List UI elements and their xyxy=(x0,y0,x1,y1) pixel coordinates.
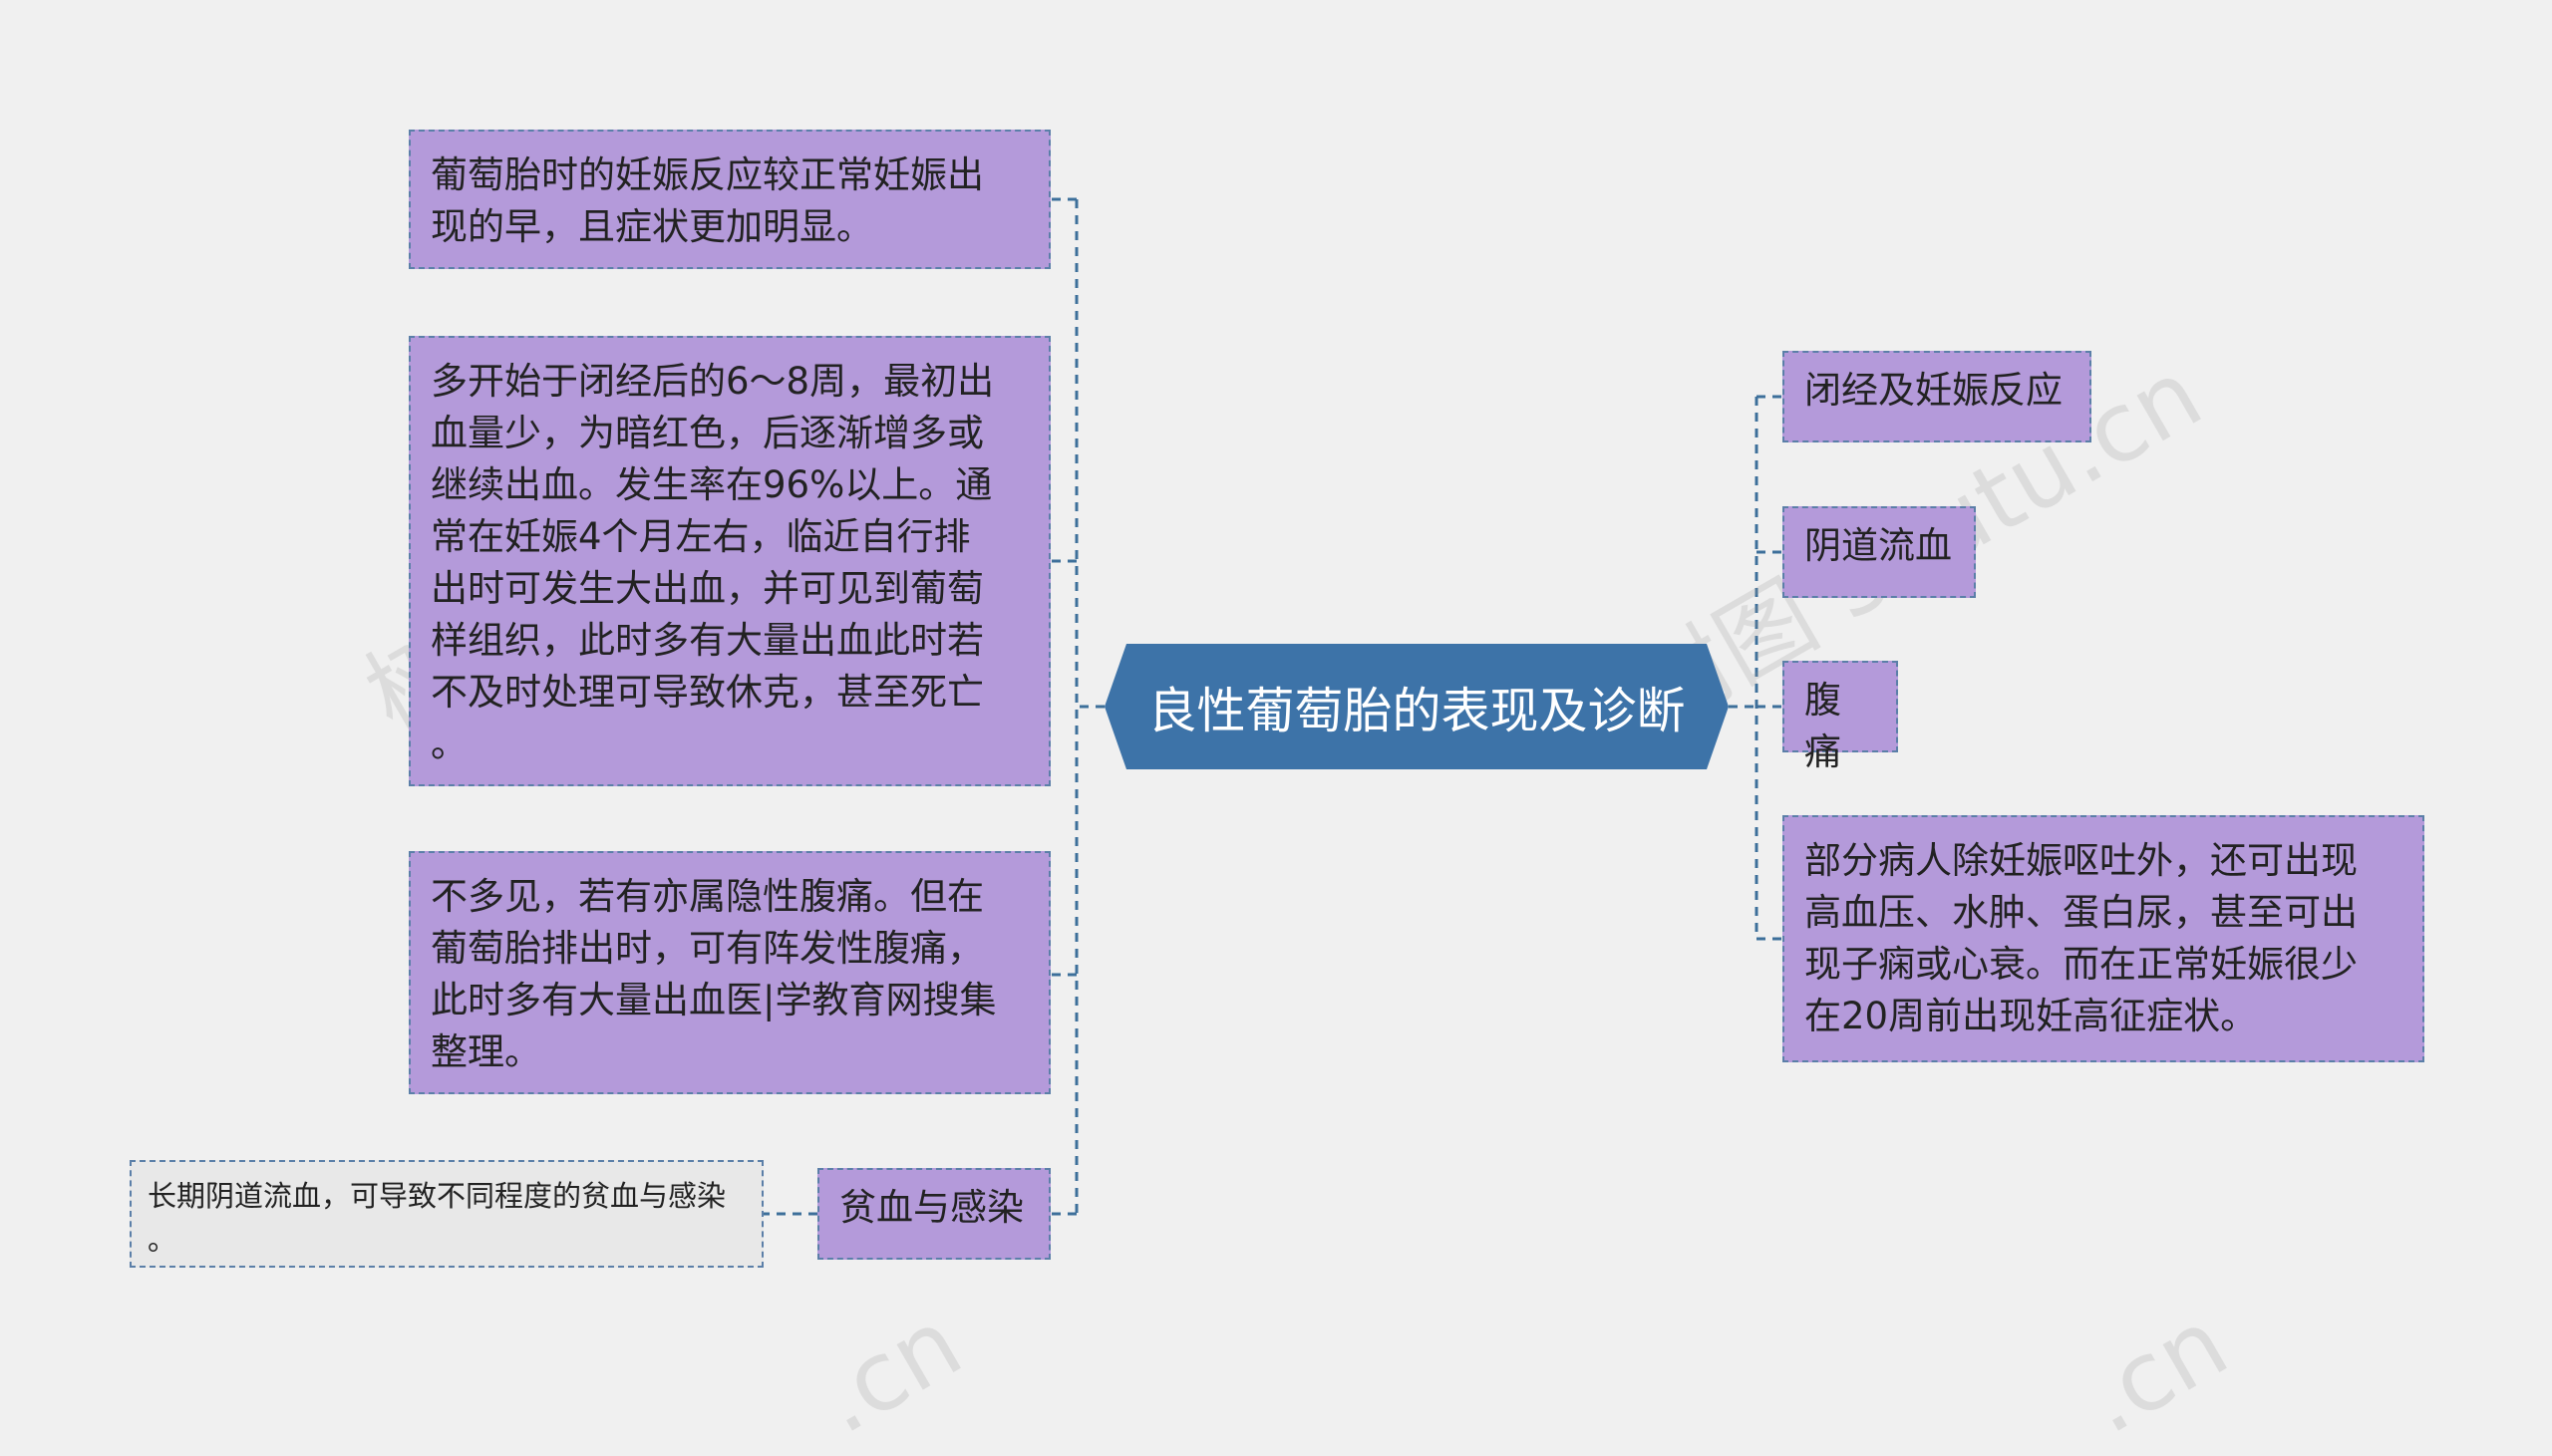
node-amenorrhea-pregnancy-reaction[interactable]: 闭经及妊娠反应 xyxy=(1782,351,2091,442)
connector-lines xyxy=(764,197,1782,1216)
node-anemia-infection[interactable]: 贫血与感染 xyxy=(817,1168,1051,1260)
node-abdominal-pain[interactable]: 腹痛 xyxy=(1782,661,1898,773)
node-pregnancy-reaction-detail[interactable]: 葡萄胎时的妊娠反应较正常妊娠出 现的早，且症状更加明显。 xyxy=(409,130,1051,269)
central-topic-label: 良性葡萄胎的表现及诊断 xyxy=(1147,682,1686,739)
node-vaginal-bleeding[interactable]: 阴道流血 xyxy=(1782,506,1976,598)
central-topic-shape xyxy=(1105,644,1729,769)
node-abdominal-pain-detail[interactable]: 不多见，若有亦属隐性腹痛。但在 葡萄胎排出时，可有阵发性腹痛， 此时多有大量出血… xyxy=(409,851,1051,1094)
node-vaginal-bleeding-detail[interactable]: 多开始于闭经后的6～8周，最初出 血量少，为暗红色，后逐渐增多或 继续出血。发生… xyxy=(409,336,1051,786)
node-anemia-infection-detail[interactable]: 长期阴道流血，可导致不同程度的贫血与感染 。 xyxy=(130,1160,764,1268)
central-topic[interactable]: 良性葡萄胎的表现及诊断 xyxy=(1105,644,1729,769)
node-other-symptoms-detail[interactable]: 部分病人除妊娠呕吐外，还可出现 高血压、水肿、蛋白尿，甚至可出 现子痫或心衰。而… xyxy=(1782,815,2424,1062)
mind-map-canvas: 树图 shutu.cn 树图 shutu.cn .cn .cn 葡萄胎时的妊娠反… xyxy=(130,130,2424,1456)
